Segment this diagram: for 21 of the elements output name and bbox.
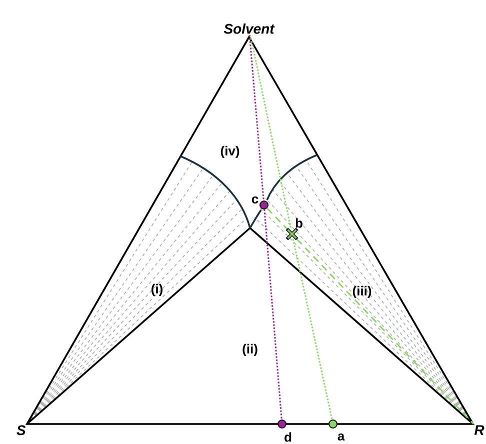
- point-marker: [278, 420, 286, 428]
- tie-line: [266, 208, 288, 230]
- point-marker: [260, 200, 268, 210]
- cross-marker: [285, 227, 299, 241]
- region-label: (iii): [352, 286, 372, 298]
- region-label: (i): [152, 284, 162, 296]
- tie-line: [292, 238, 333, 420]
- point-label: b: [296, 218, 302, 228]
- tie-line: [264, 209, 282, 420]
- region-label: (iv): [220, 146, 240, 158]
- tie-line: [250, 34, 292, 230]
- tie-line: [296, 238, 474, 425]
- vertex-label: S: [16, 425, 26, 436]
- region-label: (ii): [242, 344, 258, 356]
- point-label: a: [338, 433, 345, 441]
- point-label: d: [284, 432, 292, 442]
- point-label: c: [252, 196, 258, 204]
- vertex-label: R: [474, 425, 484, 435]
- vertex-label: Solvent: [224, 24, 275, 34]
- tie-line: [248, 34, 264, 201]
- point-marker: [328, 420, 338, 428]
